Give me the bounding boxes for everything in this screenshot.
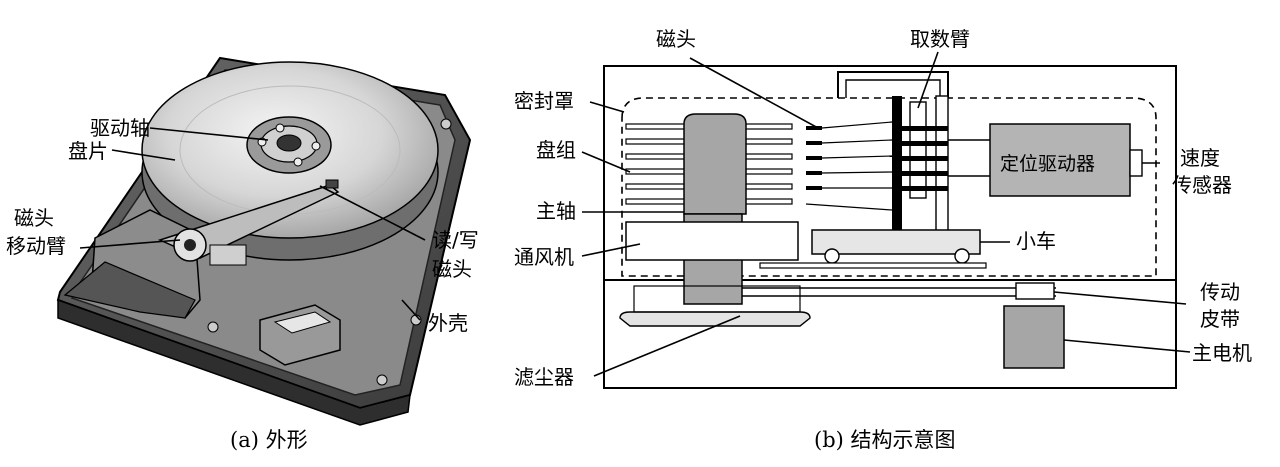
panel-b-schematic — [603, 65, 1177, 389]
fan — [625, 221, 799, 261]
carriage-column — [892, 96, 902, 232]
arm-pivot-center — [184, 239, 196, 251]
label-disk-pack: 盘组 — [536, 138, 576, 162]
label-belt-line2: 皮带 — [1200, 307, 1240, 331]
label-access-arm: 取数臂 — [910, 27, 970, 51]
outer-frame — [603, 65, 1177, 389]
caption-a: (a) 外形 — [230, 428, 308, 452]
label-speed-sensor-line2: 传感器 — [1172, 173, 1232, 197]
label-seal-cover: 密封罩 — [514, 89, 574, 113]
label-fan: 通风机 — [514, 245, 574, 269]
label-head-b: 磁头 — [656, 27, 696, 51]
actuator-magnet — [63, 261, 196, 319]
leader-case — [401, 299, 421, 321]
case-screw — [440, 118, 452, 130]
carriage-wheel — [824, 248, 840, 264]
label-belt-line1: 传动 — [1200, 280, 1240, 304]
label-spindle-a: 驱动轴 — [90, 116, 150, 140]
connector-top — [273, 311, 332, 334]
rw-head-tip — [325, 179, 339, 189]
label-rw-head-line1: 读/写 — [432, 228, 479, 252]
label-spindle-b: 主轴 — [536, 199, 576, 223]
label-carriage: 小车 — [1016, 229, 1056, 253]
heads — [805, 121, 893, 211]
label-head-arm-line1: 磁头 — [14, 206, 54, 230]
belt-pulley — [1015, 282, 1055, 300]
filter-top — [633, 285, 801, 313]
leader-head-b — [689, 57, 819, 129]
leader-seal — [589, 101, 625, 113]
case-side — [57, 298, 411, 426]
arm-rungs — [902, 126, 948, 191]
hub-screw — [311, 141, 321, 151]
leader-head-arm — [79, 239, 181, 249]
arm-connector — [209, 244, 247, 266]
label-platter-a: 盘片 — [68, 139, 108, 163]
leader-access-arm — [917, 51, 939, 109]
access-arm — [909, 101, 927, 199]
leader-belt — [1053, 291, 1187, 305]
positioner-box — [989, 123, 1131, 197]
label-rw-head-line2: 磁头 — [432, 257, 472, 281]
caption-b: (b) 结构示意图 — [814, 428, 956, 452]
label-speed-sensor-line1: 速度 — [1180, 146, 1220, 170]
speed-sensor-box — [1129, 149, 1143, 177]
leader-disk-pack — [581, 151, 631, 173]
spindle-center — [276, 134, 302, 152]
leader-spindle — [149, 127, 269, 141]
case-screw — [376, 374, 388, 386]
carriage-wheel — [954, 248, 970, 264]
carriage-rail — [759, 262, 987, 269]
leader-motor — [1063, 339, 1191, 353]
leader-fan — [581, 243, 641, 257]
carriage-frame — [935, 95, 949, 233]
label-head-arm-line2: 移动臂 — [6, 234, 66, 258]
hub-screw — [293, 157, 303, 167]
label-motor: 主电机 — [1192, 341, 1252, 365]
access-arm-bracket-inner — [845, 79, 941, 98]
label-positioner: 定位驱动器 — [1000, 153, 1095, 175]
hub-screw — [275, 123, 285, 133]
panel-a-illustration — [56, 56, 472, 426]
spindle-shaft — [683, 113, 747, 215]
panel-b-leaders — [581, 51, 1191, 377]
carriage — [811, 229, 981, 255]
main-motor — [1003, 305, 1065, 369]
leader-rw-head — [319, 185, 426, 241]
label-filter: 滤尘器 — [514, 365, 574, 389]
case-screw — [207, 321, 219, 333]
sealed-cover — [621, 97, 1157, 277]
label-case: 外壳 — [428, 311, 468, 335]
panel-a-leaders — [79, 127, 426, 321]
access-arm-bracket — [837, 71, 949, 98]
leader-platter — [111, 149, 176, 161]
filter — [619, 311, 811, 327]
leader-filter — [593, 315, 741, 377]
